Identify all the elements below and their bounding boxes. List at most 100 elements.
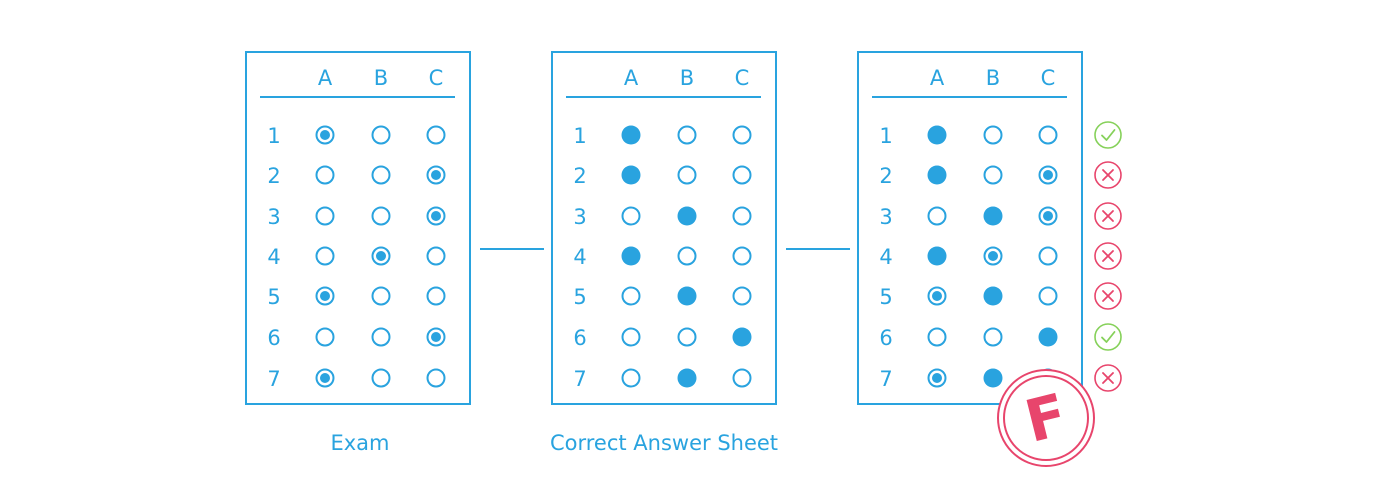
x-circle-icon — [1094, 282, 1122, 310]
answer-bubble-dot — [431, 332, 441, 342]
answer-bubble-empty — [315, 206, 335, 226]
answer-bubble-empty — [621, 327, 641, 347]
answer-bubble-filled — [677, 368, 697, 388]
answer-bubble-empty — [371, 327, 391, 347]
row-number: 7 — [573, 367, 586, 391]
sheet-frame — [551, 51, 777, 405]
answer-bubble-selected — [1038, 165, 1058, 185]
answer-bubble-selected — [927, 368, 947, 388]
answer-bubble-empty — [1038, 286, 1058, 306]
answer-bubble-empty — [927, 327, 947, 347]
answer-bubble-empty — [1038, 125, 1058, 145]
answer-bubble-empty — [732, 246, 752, 266]
row-number: 7 — [879, 367, 892, 391]
answer-bubble-empty — [371, 286, 391, 306]
answer-bubble-selected — [315, 125, 335, 145]
answer-bubble-empty — [371, 368, 391, 388]
answer-bubble-selected — [315, 286, 335, 306]
answer-bubble-empty — [677, 327, 697, 347]
answer-bubble-selected — [371, 246, 391, 266]
answer-bubble-selected — [983, 246, 1003, 266]
answer-bubble-selected — [1038, 206, 1058, 226]
answer-bubble-empty — [732, 125, 752, 145]
answer-bubble-selected — [927, 286, 947, 306]
row-number: 2 — [267, 164, 280, 188]
row-number: 6 — [879, 326, 892, 350]
answer-bubble-empty — [1038, 246, 1058, 266]
row-number: 6 — [573, 326, 586, 350]
answer-bubble-filled — [927, 246, 947, 266]
sheet-frame — [857, 51, 1083, 405]
answer-bubble-empty — [426, 125, 446, 145]
answer-bubble-dot — [376, 251, 386, 261]
result-column — [1094, 121, 1122, 392]
answer-bubble-filled — [983, 286, 1003, 306]
column-header: C — [429, 66, 444, 90]
answer-bubble-empty — [621, 206, 641, 226]
answer-bubble-empty — [983, 125, 1003, 145]
answer-bubble-selected — [315, 368, 335, 388]
answer-bubble-filled — [1038, 327, 1058, 347]
check-circle-icon — [1094, 121, 1122, 149]
answer-bubble-empty — [621, 286, 641, 306]
answer-bubble-empty — [732, 286, 752, 306]
row-number: 4 — [879, 245, 892, 269]
row-number: 1 — [267, 124, 280, 148]
column-header: A — [624, 66, 639, 90]
answer-bubble-dot — [932, 291, 942, 301]
check-circle-icon — [1094, 323, 1122, 351]
column-header: A — [318, 66, 333, 90]
column-header: B — [986, 66, 1000, 90]
answer-bubble-empty — [677, 125, 697, 145]
answer-bubble-empty — [371, 165, 391, 185]
answer-bubble-empty — [983, 327, 1003, 347]
answer-bubble-empty — [677, 165, 697, 185]
answer-bubble-dot — [320, 373, 330, 383]
grade-stamp-icon: F — [997, 369, 1095, 467]
answer-bubble-dot — [1043, 170, 1053, 180]
row-number: 3 — [879, 205, 892, 229]
row-number: 3 — [267, 205, 280, 229]
answer-bubble-dot — [320, 130, 330, 140]
answer-bubble-empty — [426, 246, 446, 266]
answer-bubble-selected — [426, 206, 446, 226]
answer-bubble-empty — [426, 368, 446, 388]
answer-bubble-selected — [426, 165, 446, 185]
row-number: 4 — [267, 245, 280, 269]
answer-bubble-filled — [983, 206, 1003, 226]
row-number: 3 — [573, 205, 586, 229]
answer-bubble-empty — [315, 246, 335, 266]
x-circle-icon — [1094, 364, 1122, 392]
row-number: 2 — [879, 164, 892, 188]
answer-bubble-filled — [927, 125, 947, 145]
answer-bubble-filled — [677, 286, 697, 306]
answer-bubble-empty — [426, 286, 446, 306]
answer-bubble-empty — [732, 368, 752, 388]
row-number: 6 — [267, 326, 280, 350]
answer-bubble-dot — [320, 291, 330, 301]
answer-bubble-filled — [621, 246, 641, 266]
answer-bubble-filled — [927, 165, 947, 185]
answer-bubble-empty — [371, 125, 391, 145]
answer-bubble-selected — [426, 327, 446, 347]
answer-bubble-empty — [621, 368, 641, 388]
answer-bubble-empty — [983, 165, 1003, 185]
answer-bubble-empty — [315, 165, 335, 185]
row-number: 1 — [573, 124, 586, 148]
answer-bubble-filled — [983, 368, 1003, 388]
sheet-frame — [245, 51, 471, 405]
row-number: 5 — [573, 285, 586, 309]
column-header: A — [930, 66, 945, 90]
answer-bubble-filled — [621, 125, 641, 145]
answer-bubble-filled — [621, 165, 641, 185]
x-circle-icon — [1094, 202, 1122, 230]
answer-bubble-empty — [677, 246, 697, 266]
answer-bubble-filled — [677, 206, 697, 226]
row-number: 7 — [267, 367, 280, 391]
row-number: 5 — [267, 285, 280, 309]
answer-bubble-empty — [315, 327, 335, 347]
sheet-caption: Correct Answer Sheet — [550, 431, 778, 455]
